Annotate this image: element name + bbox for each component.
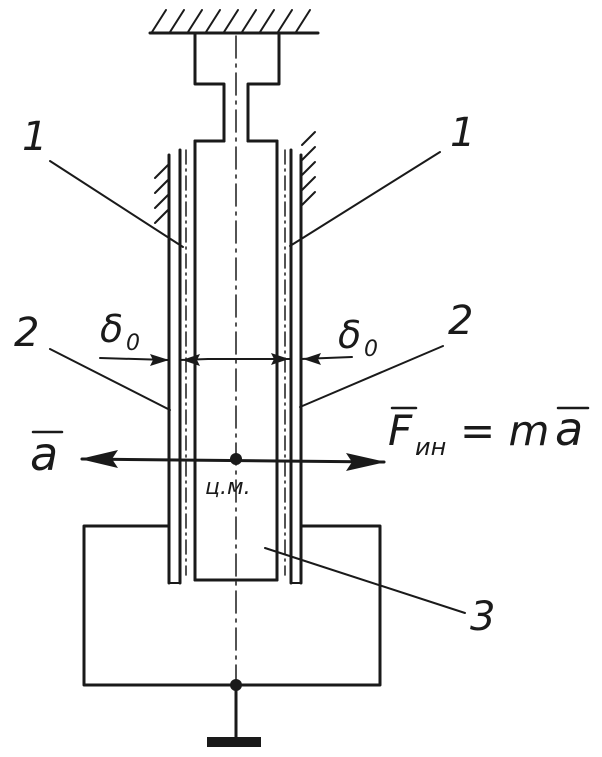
force-equals-m: = m [460,406,549,455]
force-arrow [80,450,386,471]
accel-symbol: a [30,427,58,481]
gap-right-symbol: δ [338,313,361,357]
inertial-force-label: F ин = m a [388,402,590,461]
callout-1-left: 1 [22,114,47,160]
lower-housing [82,524,382,687]
gap-dimension-arrows [99,353,353,366]
gap-centerlines [185,149,286,576]
gap-label-right: δ 0 [338,313,378,362]
wall-hatching [154,131,316,224]
gap-label-left: δ 0 [100,307,140,356]
force-accel-symbol: a [555,402,583,456]
callout-2-right: 2 [448,298,473,344]
center-of-mass-label: ц.м. [205,475,251,500]
force-symbol: F [388,406,413,455]
base-pivot [207,679,261,747]
gap-left-symbol: δ [100,307,123,351]
leader-lines [49,151,466,614]
callout-1-right: 1 [450,110,475,156]
callout-3: 3 [470,594,495,640]
housing-walls [167,148,303,585]
force-subscript: ин [415,433,446,461]
suspension-yoke [193,31,281,143]
callout-2-left: 2 [14,310,39,356]
acceleration-label: a [30,427,64,481]
gap-right-subscript: 0 [364,337,378,362]
gap-left-subscript: 0 [126,331,140,356]
ceiling-support [148,9,320,35]
